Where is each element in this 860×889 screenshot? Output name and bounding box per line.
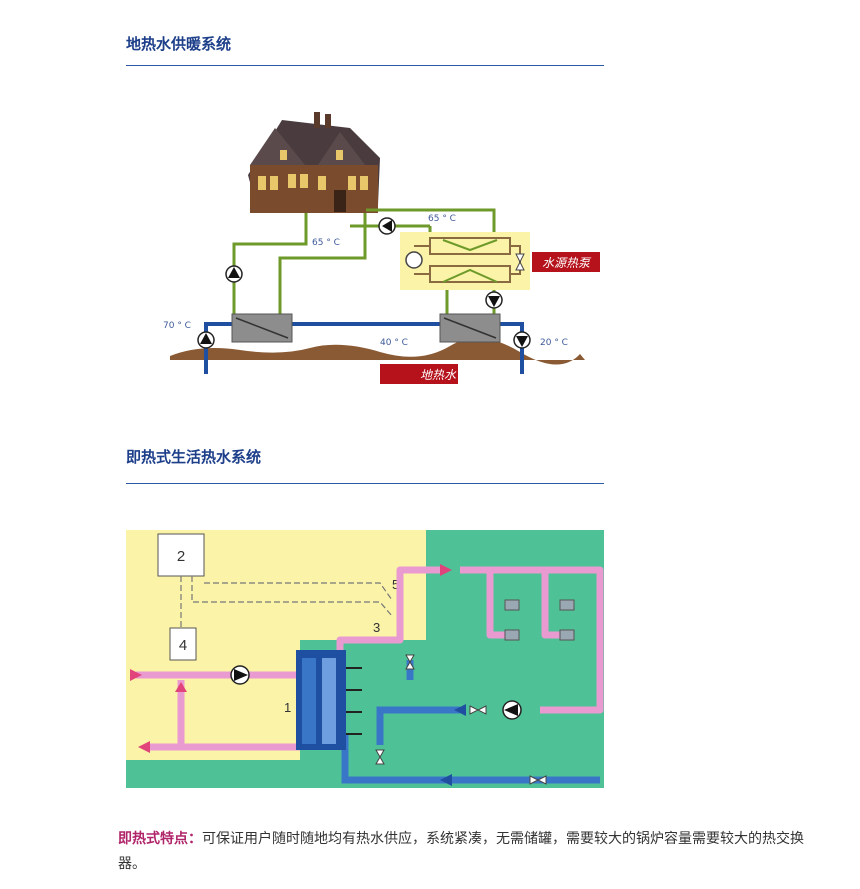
flow-arrow-icon: [440, 704, 466, 786]
geothermal-heating-diagram: 水源热泵 地热水 65 ° C 65 ° C 70 ° C 40 ° C: [163, 112, 600, 384]
ground-strip: [170, 338, 585, 365]
heat-pump-label: 水源热泵: [542, 256, 592, 270]
pump-icon: [485, 291, 503, 309]
component-number: 2: [177, 548, 185, 565]
tap-icon: [504, 599, 575, 641]
component-number: 1: [284, 700, 291, 715]
temp-label: 70 ° C: [163, 321, 191, 331]
pump-icon: [502, 700, 522, 720]
pump-icon: [225, 265, 243, 283]
heat-pump-label-box: [532, 252, 600, 272]
pump-icon: [197, 331, 215, 349]
heat-exchanger-icon: [439, 313, 501, 343]
compressor-icon: [405, 251, 423, 269]
house-icon: [248, 112, 380, 213]
temp-label: 65 ° C: [312, 238, 340, 248]
geothermal-water-label-box: [380, 364, 458, 384]
section-divider: [126, 65, 604, 66]
component-number: 4: [179, 637, 187, 654]
flow-arrow-icon: [130, 564, 452, 753]
temp-label: 20 ° C: [540, 338, 568, 348]
heat-exchanger-icon: [231, 313, 293, 343]
section-divider: [126, 483, 604, 484]
temp-label: 40 ° C: [380, 338, 408, 348]
feature-key: 即热式特点：: [118, 830, 202, 846]
component-number: 3: [373, 620, 380, 635]
pump-icon: [230, 665, 250, 685]
valve-icon: [375, 654, 547, 785]
geothermal-source-pipe: [204, 322, 524, 374]
expansion-valve-icon: [515, 253, 525, 264]
geothermal-water-label: 地热水: [420, 368, 457, 382]
temp-label: 65 ° C: [428, 214, 456, 224]
section-title-geothermal-heating: 地热水供暖系统: [126, 36, 232, 53]
pump-icon: [513, 331, 531, 349]
actuator-box: [169, 627, 197, 661]
section-title-instant-hot-water: 即热式生活热水系统: [126, 449, 262, 466]
plate-heat-exchanger: [296, 650, 362, 750]
controller-box: [157, 533, 205, 577]
pump-icon: [378, 217, 396, 235]
feature-text: 可保证用户随时随地均有热水供应，系统紧凑，无需储罐，需要较大的锅炉容量需要较大的…: [118, 830, 804, 871]
feature-description: 即热式特点：可保证用户随时随地均有热水供应，系统紧凑，无需储罐，需要较大的锅炉容…: [118, 826, 808, 876]
component-number: 5: [392, 577, 399, 592]
green-zone: [126, 530, 604, 788]
